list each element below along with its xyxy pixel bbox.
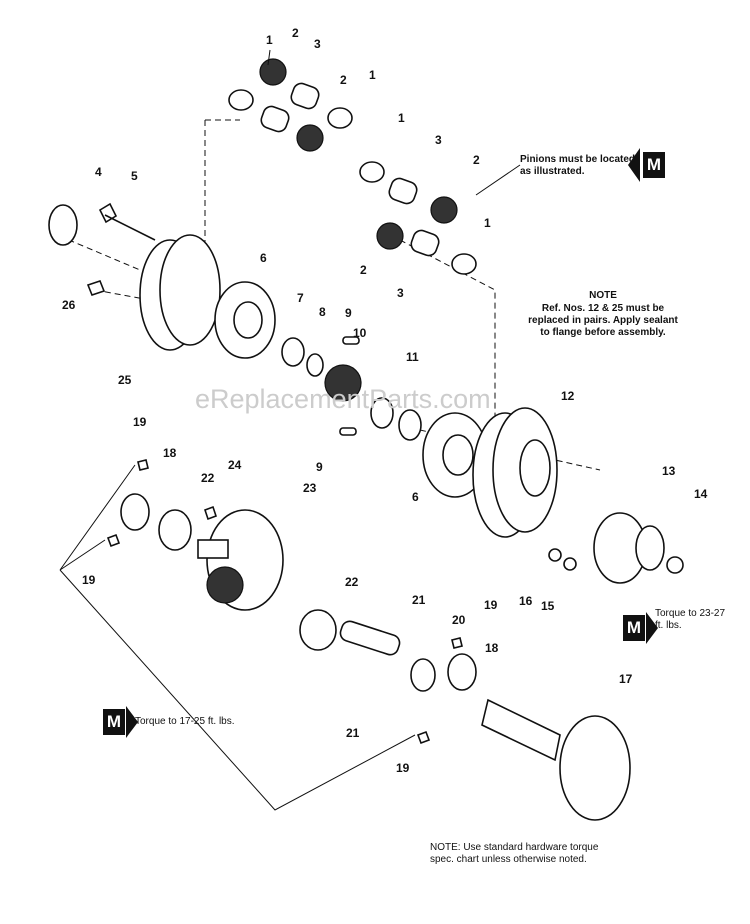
callout-number: 6 (260, 251, 267, 265)
callout-number: 23 (303, 481, 317, 495)
callout-number: 18 (485, 641, 499, 655)
hardware-note: NOTE: Use standard hardware torque spec.… (430, 842, 599, 865)
springs (228, 89, 477, 275)
callout-number: 19 (396, 761, 410, 775)
callout-number: 24 (228, 458, 242, 472)
ref-note: Ref. Nos. 12 & 25 must be replaced in pa… (528, 303, 678, 338)
callout-number: 26 (62, 298, 76, 312)
callout-number: 1 (398, 111, 405, 125)
bolt-26 (86, 280, 106, 296)
callout-number: 14 (694, 487, 708, 501)
callout-number: 22 (345, 575, 359, 589)
callout-number: 1 (266, 33, 273, 47)
washers (281, 337, 422, 441)
callout-number: 4 (95, 165, 102, 179)
callout-number: 19 (484, 598, 498, 612)
callout-number: 22 (201, 471, 215, 485)
callout-number: 25 (118, 373, 132, 387)
torque-right: Torque to 23-27 ft. lbs. (655, 608, 726, 631)
watermark: eReplacementParts.com (195, 384, 491, 414)
callout-number: 9 (345, 306, 352, 320)
callout-number: 19 (82, 573, 96, 587)
callout-number: 5 (131, 169, 138, 183)
callout-number: 13 (662, 464, 676, 478)
pulley (559, 715, 631, 821)
callout-number: 3 (435, 133, 442, 147)
callout-number: 17 (619, 672, 633, 686)
callout-number: 16 (519, 594, 533, 608)
m-marker: M (643, 152, 665, 178)
key (339, 427, 357, 436)
assembly-line (49, 119, 601, 471)
bolt (98, 202, 156, 241)
callout-number: 6 (412, 490, 419, 504)
callout-number: 21 (412, 593, 426, 607)
ref-note-title: NOTE (589, 290, 617, 301)
callout-number: 10 (353, 326, 367, 340)
callout-number: 2 (360, 263, 367, 277)
callout-number: 1 (484, 216, 491, 230)
callout-number: 12 (561, 389, 575, 403)
m-marker: M (623, 615, 645, 641)
m-marker: M (103, 709, 125, 735)
gear (324, 364, 362, 402)
spacers (260, 82, 440, 257)
cap (48, 204, 78, 246)
pinions (259, 58, 458, 250)
callout-number: 1 (369, 68, 376, 82)
housing-face (159, 234, 221, 346)
leader-lines (59, 49, 521, 811)
callout-number: 3 (314, 37, 321, 51)
callout-number: 19 (133, 415, 147, 429)
callout-number: 3 (397, 286, 404, 300)
pinions-note: Pinions must be located as illustrated. (520, 154, 636, 177)
hub (548, 512, 684, 584)
callout-number: 11 (406, 350, 419, 364)
callout-number: 20 (452, 613, 466, 627)
callout-number: 2 (292, 26, 299, 40)
callout-number: 18 (163, 446, 177, 460)
torque-left: Torque to 17-25 ft. lbs. (135, 716, 235, 727)
m-arrows (126, 148, 658, 738)
key (342, 336, 360, 345)
callout-number: 7 (297, 291, 304, 305)
callout-number: 15 (541, 599, 555, 613)
callout-number: 9 (316, 460, 323, 474)
callout-number: 8 (319, 305, 326, 319)
callout-number: 2 (473, 153, 480, 167)
callout-number: 2 (340, 73, 347, 87)
callout-number: 21 (346, 726, 360, 740)
left-assembly (106, 459, 631, 821)
housing-12 (472, 407, 558, 538)
